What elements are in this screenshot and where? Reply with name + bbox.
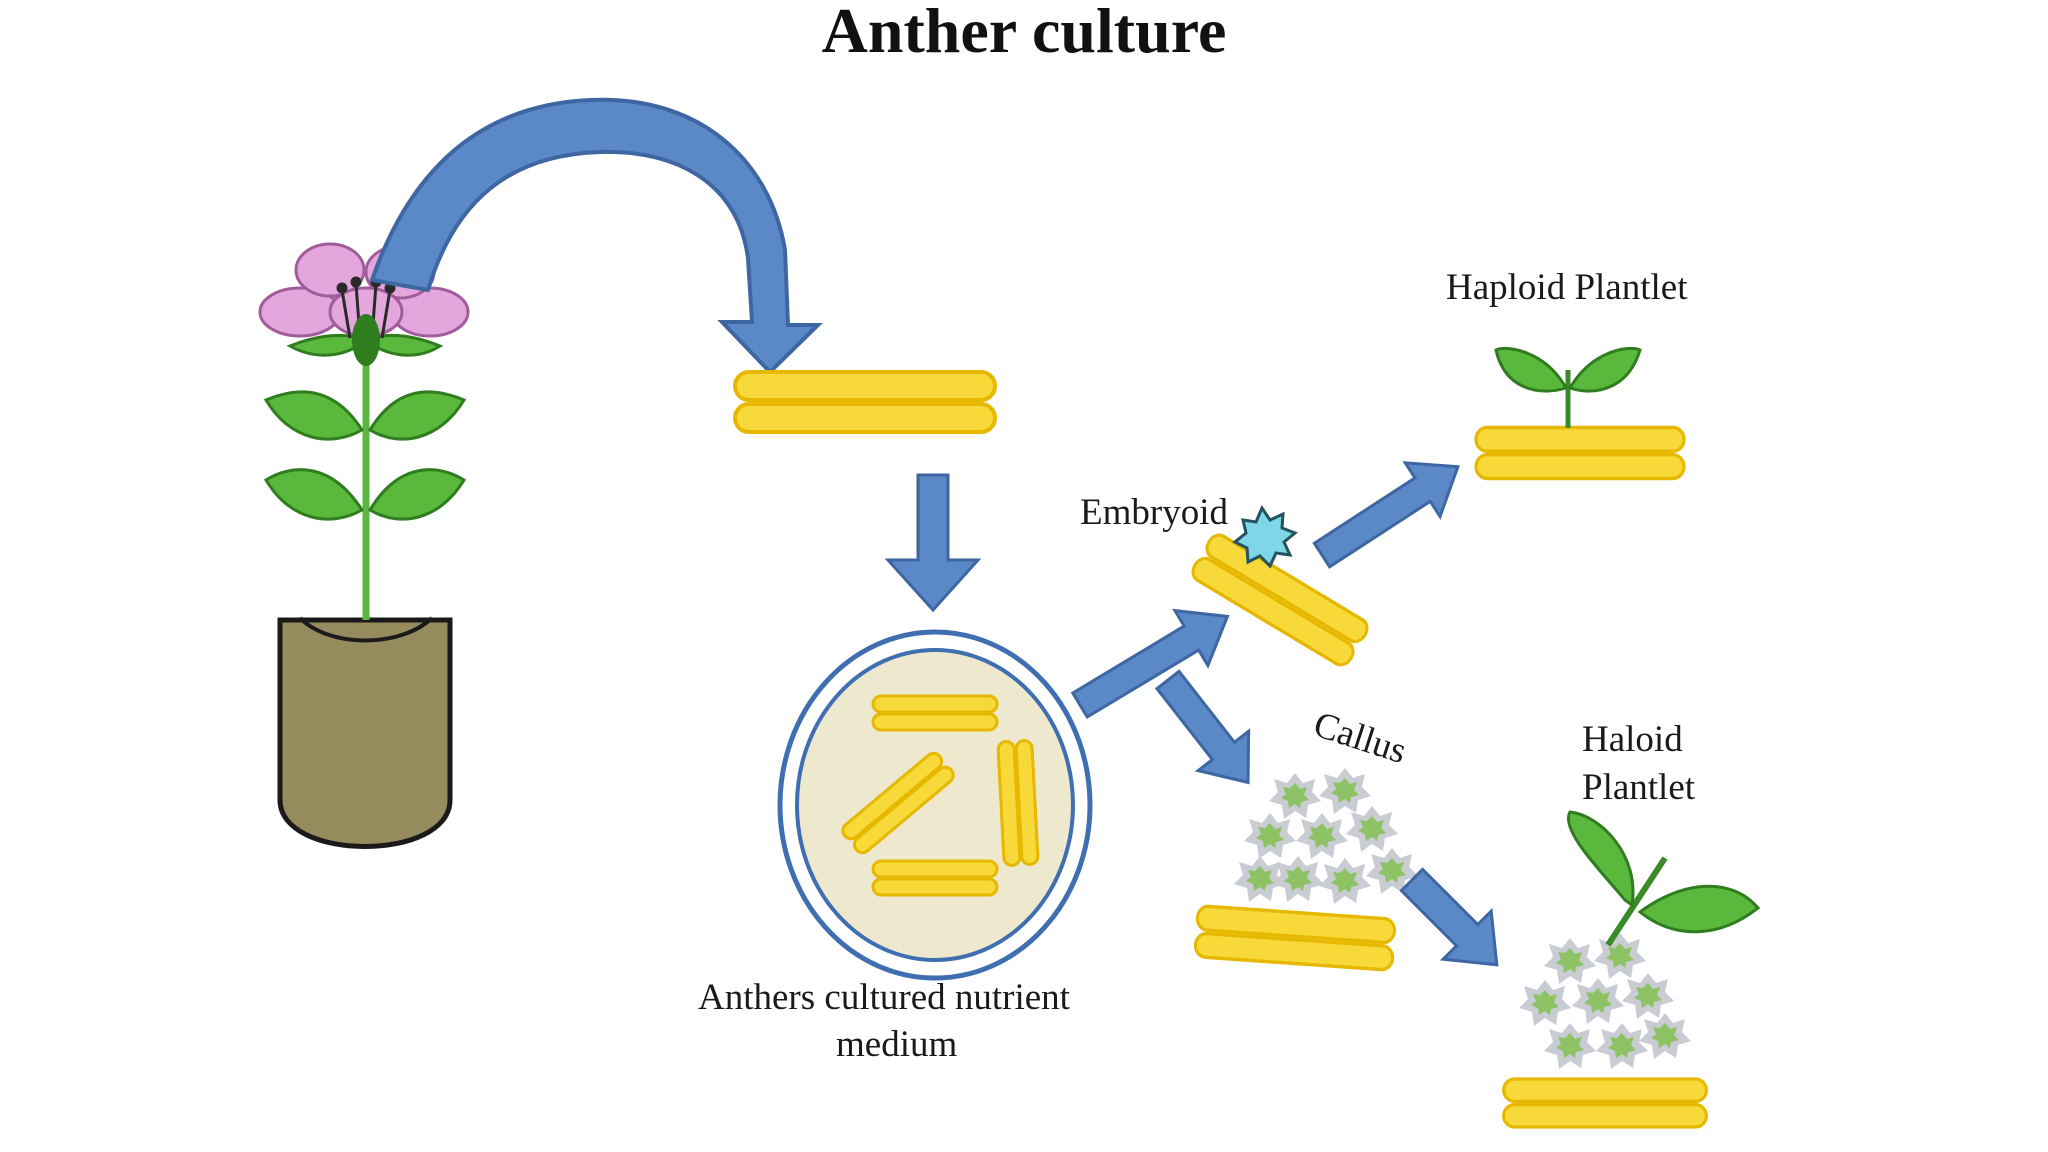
donor-plant — [258, 242, 470, 849]
embryoid-label: Embryoid — [1080, 492, 1228, 533]
embryoid-icon — [1232, 504, 1298, 569]
arrow-to-callus-icon — [1154, 669, 1251, 785]
arrow-to-haloid-plantlet-icon — [1399, 867, 1499, 967]
haloid-plantlet-label-line2: Plantlet — [1582, 767, 1696, 808]
haploid-plantlet-label: Haploid Plantlet — [1446, 267, 1688, 308]
excised-anther — [733, 370, 997, 434]
haploid-plantlet — [1474, 346, 1686, 481]
haloid-plantlet — [1501, 810, 1761, 1129]
medium-label-line2: medium — [836, 1024, 958, 1065]
callus-cluster — [1192, 768, 1418, 973]
medium-label-line1: Anthers cultured nutrient — [698, 977, 1070, 1018]
page-title: Anther culture — [821, 0, 1227, 66]
petri-dish — [777, 629, 1093, 981]
arrow-to-embryoid-icon — [1070, 608, 1230, 720]
arrow-to-plantlet-icon — [1312, 461, 1460, 569]
down-arrow-icon — [884, 473, 982, 613]
embryoid-anther — [1187, 504, 1373, 671]
haloid-plantlet-label-line1: Haloid — [1582, 719, 1683, 760]
curved-arrow-icon — [369, 97, 823, 375]
